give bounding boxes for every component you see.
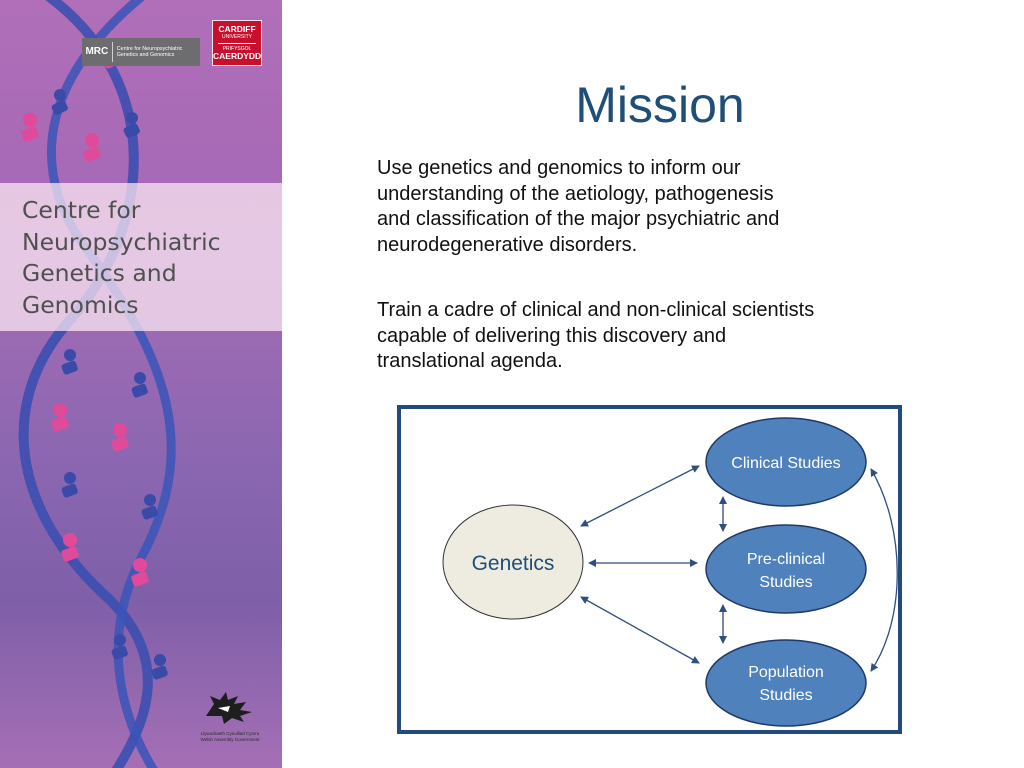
cardiff-logo-line1: CARDIFF	[218, 24, 256, 34]
cardiff-logo-line2: UNIVERSITY	[221, 34, 252, 40]
preclinical-studies-node	[705, 524, 867, 614]
arrow-genetics-clinical	[580, 465, 700, 527]
research-diagram-frame: Genetics Clinical Studies Pre-clinical S…	[397, 405, 902, 734]
clinical-studies-node	[705, 417, 867, 507]
assembly-logo-line1: Llywodraeth Cynulliad Cymru	[200, 731, 260, 736]
research-diagram: Genetics Clinical Studies Pre-clinical S…	[442, 417, 898, 727]
genetics-label: Genetics	[472, 552, 555, 575]
welsh-assembly-logo: Llywodraeth Cynulliad Cymru Welsh Assemb…	[190, 686, 270, 742]
mrc-mark: MRC	[82, 42, 113, 62]
clinical-studies-label: Clinical Studies	[731, 455, 840, 472]
population-studies-label-line1: Population	[748, 664, 824, 681]
mission-paragraph-1: Use genetics and genomics to inform our …	[377, 157, 780, 256]
assembly-logo-line2: Welsh Assembly Government	[200, 736, 260, 742]
arrow-genetics-population	[580, 596, 700, 664]
population-studies-node	[705, 639, 867, 727]
cardiff-logo-line4: CAERDYDD	[213, 51, 262, 61]
mission-paragraph-2: Train a cadre of clinical and non-clinic…	[377, 299, 815, 372]
arrow-clinical-population	[870, 468, 898, 672]
dragon-icon	[206, 692, 252, 724]
mrc-logo-text: Centre for Neuropsychiatric Genetics and…	[116, 45, 183, 58]
dna-helix-illustration	[18, 0, 176, 768]
genetics-node	[442, 504, 584, 620]
slide-title: Mission	[575, 77, 745, 133]
centre-title-band: Centre for Neuropsychiatric Genetics and…	[0, 183, 282, 331]
centre-title: Centre for Neuropsychiatric Genetics and…	[22, 196, 221, 319]
cardiff-university-logo: CARDIFF UNIVERSITY PRIFYSGOL CAERDYDD	[212, 20, 262, 66]
preclinical-studies-label-line2: Studies	[759, 574, 812, 591]
population-studies-label-line2: Studies	[759, 687, 812, 704]
sidebar-decorative-panel: MRC Centre for Neuropsychiatric Genetics…	[0, 0, 282, 768]
preclinical-studies-label-line1: Pre-clinical	[747, 551, 825, 568]
mrc-logo: MRC Centre for Neuropsychiatric Genetics…	[82, 38, 200, 66]
cardiff-logo-line3: PRIFYSGOL	[218, 43, 256, 52]
